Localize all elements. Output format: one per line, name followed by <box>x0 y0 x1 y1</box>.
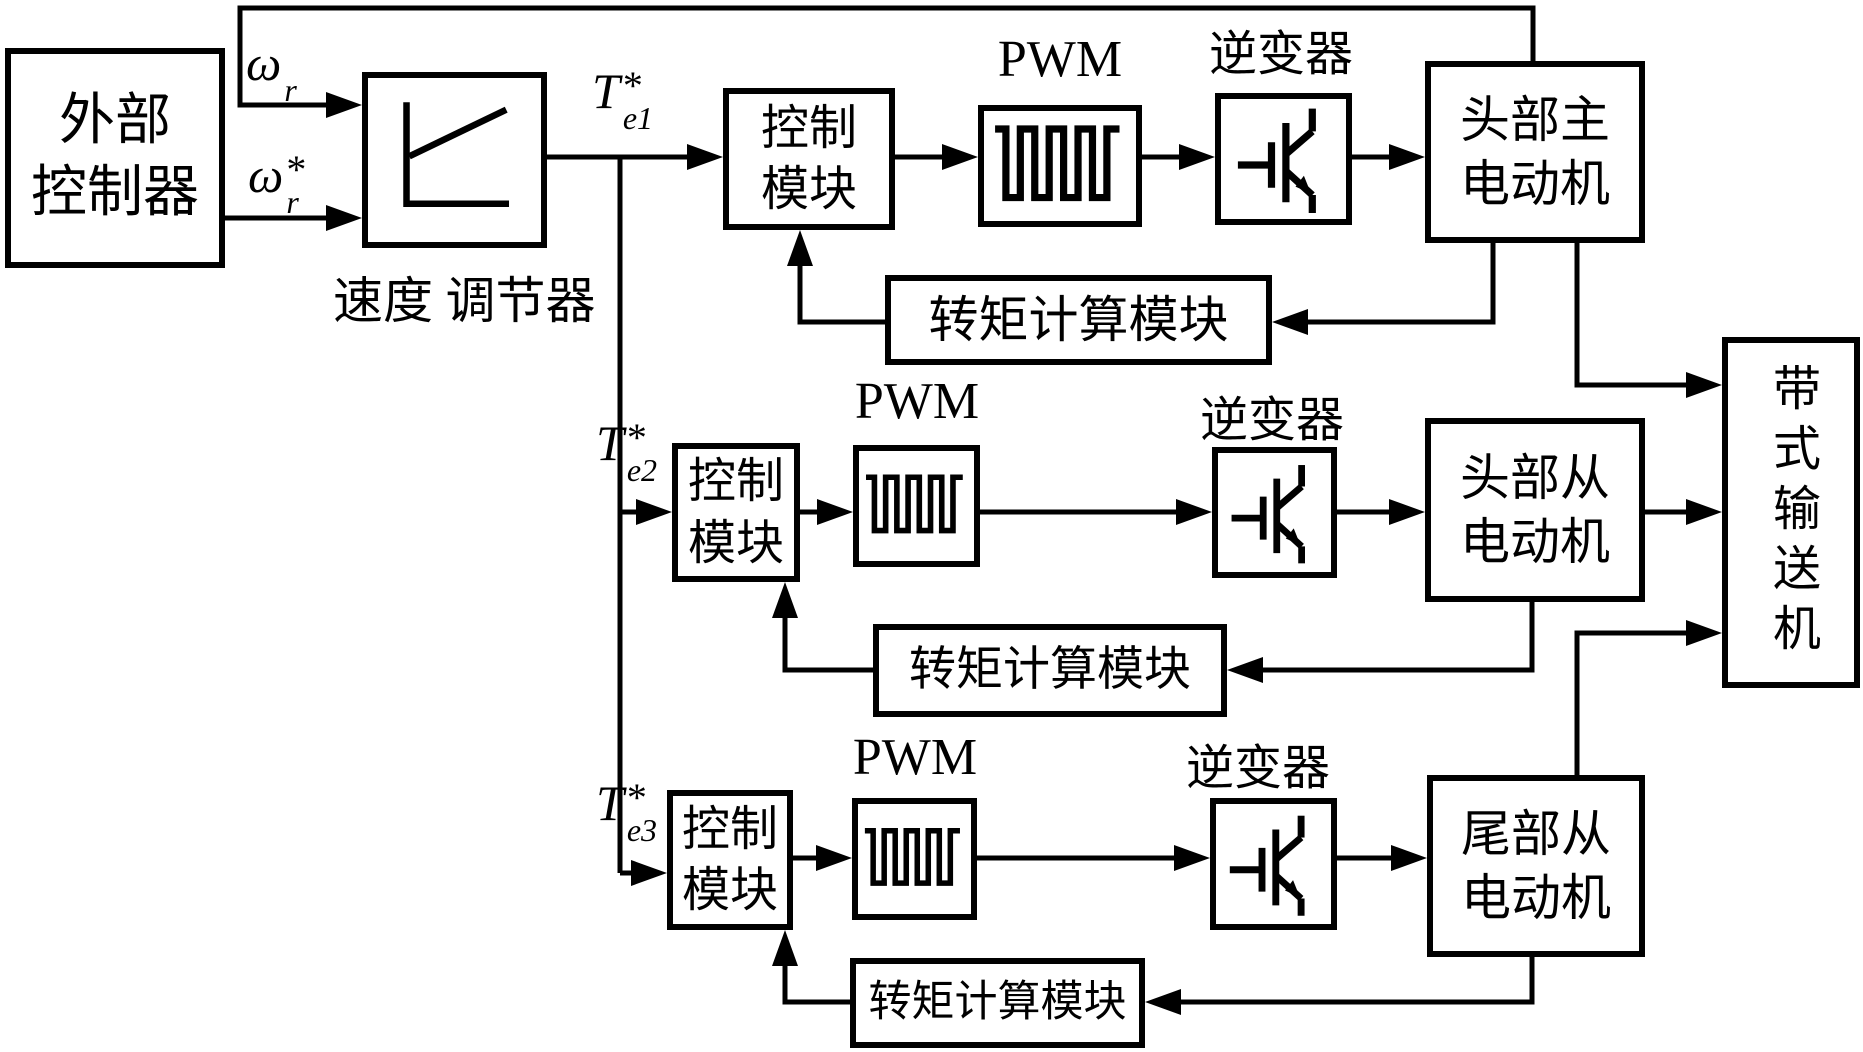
omega-r-ref-sub: r <box>286 184 299 220</box>
control-module-3-box: 控制 模块 <box>667 790 793 930</box>
te2-star: * <box>626 415 647 460</box>
pwm-label-1: PWM <box>997 31 1123 88</box>
speed-regulator-caption-line1: 速度 <box>333 273 433 329</box>
te1-base: T <box>592 63 620 119</box>
omega-r-base: ω <box>246 35 282 91</box>
torque-calc-2-box: 转矩计算模块 <box>873 624 1227 717</box>
omega-r-ref-label: ω * r <box>248 147 307 220</box>
omega-r-ref-base: ω <box>248 147 284 203</box>
igbt-emitter-arrow <box>1295 175 1312 194</box>
torque-calc-1-box: 转矩计算模块 <box>885 275 1272 365</box>
omega-r-ref-star: * <box>286 147 307 192</box>
head-main-motor-box: 头部主 电动机 <box>1425 61 1645 243</box>
torque-calc-1-label: 转矩计算模块 <box>928 292 1229 348</box>
torque-calc-2-label: 转矩计算模块 <box>909 644 1191 697</box>
speed-regulator-caption-line2: 调节器 <box>445 273 596 329</box>
omega-r-sub: r <box>284 72 297 108</box>
igbt-icon <box>1231 465 1306 564</box>
head-main-motor-line1: 头部主 <box>1460 92 1610 148</box>
pwm-waveform-icon <box>864 827 960 886</box>
arrowheads <box>326 92 1722 1015</box>
tail-slave-motor-line1: 尾部从 <box>1461 806 1611 862</box>
pwm-waveform-icon <box>866 474 963 534</box>
speed-regulator-label: 速度 调节器 <box>333 268 596 334</box>
external-controller-line2: 控制器 <box>31 162 199 224</box>
te3-label: T * e3 <box>596 775 658 848</box>
te2-sub: e2 <box>626 452 658 488</box>
igbt-icon <box>1229 815 1305 916</box>
speed-regulator-box <box>362 72 547 248</box>
belt-conveyor-label: 带式输送机 <box>1765 362 1818 663</box>
control-module-2-line2: 模块 <box>687 516 784 570</box>
head-main-motor-line2: 电动机 <box>1460 156 1610 212</box>
igbt-emitter-arrow <box>1285 528 1301 546</box>
te1-star: * <box>622 63 643 108</box>
te1-sub: e1 <box>622 100 654 136</box>
control-module-1-line1: 控制 <box>760 101 857 155</box>
pwm-label-3: PWM <box>852 729 978 786</box>
inverter-label-1: 逆变器 <box>1208 28 1353 81</box>
head-slave-motor-line2: 电动机 <box>1460 514 1610 570</box>
control-module-3-line1: 控制 <box>681 802 778 856</box>
control-module-1-line2: 模块 <box>760 163 857 216</box>
inverter-label-2: 逆变器 <box>1199 394 1344 447</box>
omega-r-label: ω r <box>246 38 297 106</box>
head-slave-motor-line1: 头部从 <box>1460 450 1610 506</box>
pwm-waveform-icon <box>995 125 1120 202</box>
igbt-emitter-arrow <box>1285 880 1300 898</box>
external-controller-line1: 外部 <box>59 90 171 153</box>
pwm-1-box <box>978 105 1142 227</box>
torque-calc-3-box: 转矩计算模块 <box>850 958 1145 1048</box>
wire-lines <box>225 5 1694 1005</box>
te3-sub: e3 <box>626 812 658 848</box>
inverter-3-box <box>1210 798 1337 930</box>
te3-base: T <box>596 775 624 831</box>
pwm-2-box <box>853 445 980 567</box>
inverter-label-3: 逆变器 <box>1185 742 1330 795</box>
torque-calc-3-label: 转矩计算模块 <box>868 979 1127 1027</box>
head-slave-motor-box: 头部从 电动机 <box>1425 418 1645 602</box>
belt-conveyor-box: 带式输送机 <box>1722 337 1860 688</box>
speed-curve-icon <box>403 102 510 208</box>
control-module-3-line2: 模块 <box>681 864 778 917</box>
te2-label: T * e2 <box>596 415 658 488</box>
control-module-2-line1: 控制 <box>687 455 784 509</box>
te2-base: T <box>596 415 624 471</box>
control-module-1-box: 控制 模块 <box>723 88 895 230</box>
control-module-2-box: 控制 模块 <box>672 443 800 582</box>
te1-label: T * e1 <box>592 63 654 136</box>
igbt-icon <box>1237 108 1316 213</box>
pwm-label-2: PWM <box>854 373 980 430</box>
te3-star: * <box>626 775 647 820</box>
inverter-2-box <box>1212 447 1337 578</box>
pwm-3-box <box>852 798 977 920</box>
inverter-1-box <box>1215 93 1352 225</box>
tail-slave-motor-box: 尾部从 电动机 <box>1427 775 1645 957</box>
tail-slave-motor-line2: 电动机 <box>1461 870 1611 926</box>
external-controller-box: 外部 控制器 <box>5 48 225 268</box>
